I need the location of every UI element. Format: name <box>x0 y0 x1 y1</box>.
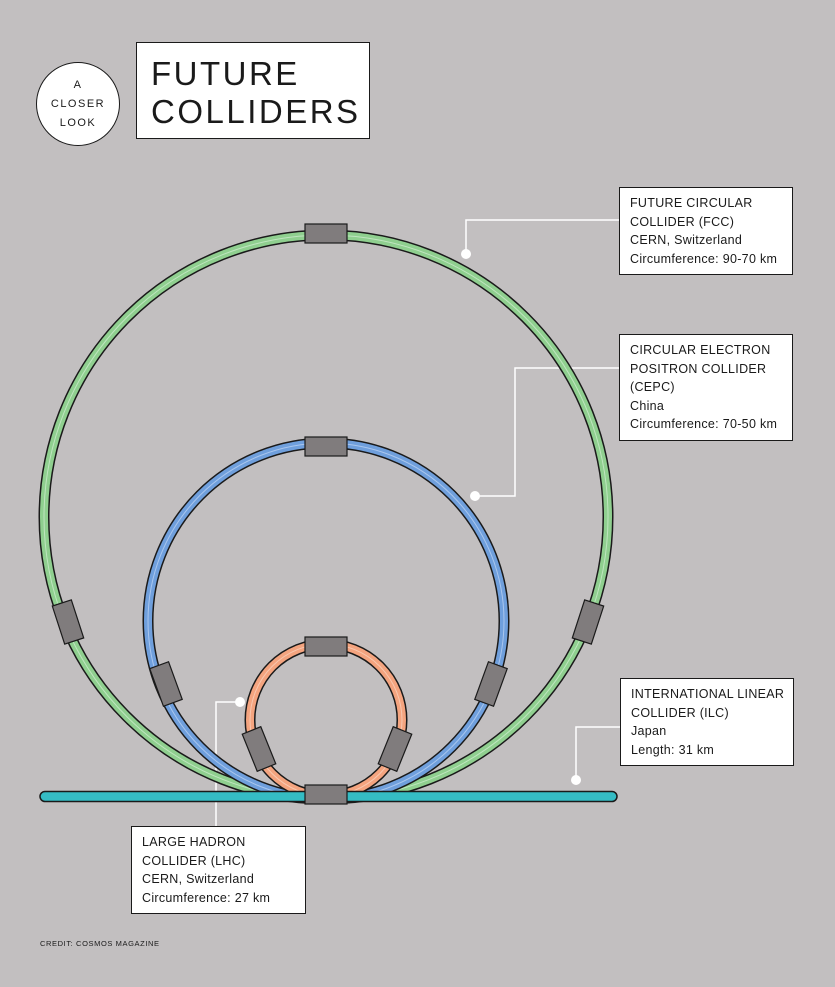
a-closer-look-badge: A CLOSER LOOK <box>36 62 120 146</box>
page-title: FUTURE COLLIDERS <box>136 42 370 139</box>
lhc-leader-line <box>215 701 240 829</box>
cepc-leader-dot <box>470 491 480 501</box>
fcc-detector-right <box>571 599 605 645</box>
lhc-label: LARGE HADRON COLLIDER (LHC) CERN, Switze… <box>131 826 306 914</box>
ilc-label-line: Japan <box>631 724 667 738</box>
shared-detector-bottom <box>304 784 348 805</box>
ilc-leader-dot <box>571 775 581 785</box>
lhc-label-line: CERN, Switzerland <box>142 872 255 886</box>
lhc-detector-right <box>377 725 413 773</box>
cepc-label-line: CIRCULAR ELECTRON <box>630 343 771 357</box>
fcc-label-line: Circumference: 90-70 km <box>630 251 778 266</box>
lhc-label-line: COLLIDER (LHC) <box>142 853 246 868</box>
fcc-leader-dot <box>461 249 471 259</box>
credit-text: CREDIT: COSMOS MAGAZINE <box>40 939 160 948</box>
fcc-leader-line <box>465 219 620 254</box>
cepc-label: CIRCULAR ELECTRON POSITRON COLLIDER (CEP… <box>619 334 793 441</box>
fcc-label-line: CERN, Switzerland <box>630 233 743 247</box>
badge-line-1: A <box>73 78 83 91</box>
lhc-label-line: LARGE HADRON <box>142 835 246 849</box>
lhc-detector-left <box>241 725 277 773</box>
title-line-1: FUTURE <box>151 55 300 92</box>
ilc-label: INTERNATIONAL LINEAR COLLIDER (ILC) Japa… <box>620 678 794 766</box>
lhc-ring <box>244 638 408 802</box>
cepc-label-line: China <box>630 398 665 413</box>
ilc-label-line: COLLIDER (ILC) <box>631 705 729 720</box>
cepc-detector-top <box>304 436 348 457</box>
cepc-label-line: POSITRON COLLIDER <box>630 361 767 376</box>
lhc-label-line: Circumference: 27 km <box>142 890 271 905</box>
title-line-2: COLLIDERS <box>151 93 361 130</box>
cepc-detector-left <box>148 661 184 707</box>
ilc-label-line: Length: 31 km <box>631 742 715 757</box>
lhc-leader-dot <box>235 697 245 707</box>
fcc-label-line: COLLIDER (FCC) <box>630 214 735 229</box>
fcc-label: FUTURE CIRCULAR COLLIDER (FCC) CERN, Swi… <box>619 187 793 275</box>
fcc-label-line: FUTURE CIRCULAR <box>630 196 753 210</box>
cepc-detector-right <box>473 661 509 707</box>
badge-line-2: CLOSER <box>50 97 106 110</box>
fcc-detector-top <box>304 223 348 244</box>
lhc-detector-top <box>304 636 348 657</box>
cepc-ring <box>142 437 510 805</box>
ilc-leader-line <box>575 726 620 780</box>
cepc-label-line: Circumference: 70-50 km <box>630 417 778 431</box>
badge-line-3: LOOK <box>59 116 97 129</box>
fcc-detector-left <box>51 599 85 645</box>
fcc-ring <box>38 229 614 805</box>
ilc-label-line: INTERNATIONAL LINEAR <box>631 687 785 701</box>
cepc-label-line: (CEPC) <box>630 380 675 394</box>
